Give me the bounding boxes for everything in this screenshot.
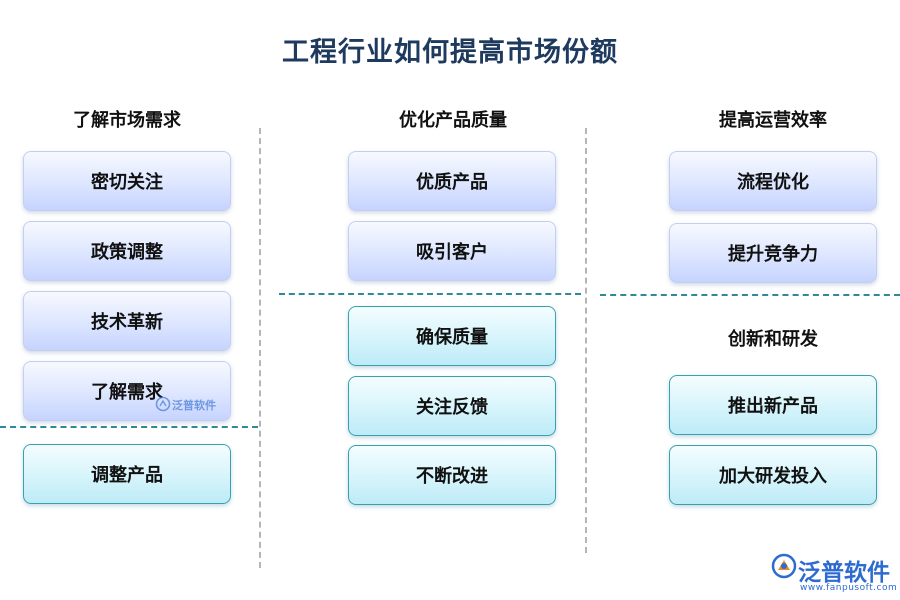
watermark-text: 泛普软件: [172, 399, 216, 412]
node-box: 不断改进: [348, 445, 556, 505]
fanpu-logo-icon: [771, 553, 797, 579]
node-label: 了解需求: [91, 382, 163, 403]
logo-url: www.fanpusoft.com: [800, 583, 898, 593]
node-box: 技术革新: [23, 291, 231, 351]
group-divider: [279, 293, 581, 295]
node-box: 加大研发投入: [669, 445, 877, 505]
node-label: 关注反馈: [416, 397, 488, 418]
node-label: 加大研发投入: [719, 466, 827, 487]
node-box: 确保质量: [348, 306, 556, 366]
column-divider: [259, 128, 261, 568]
node-label: 技术革新: [91, 312, 163, 333]
node-label: 确保质量: [416, 327, 488, 348]
node-box: 流程优化: [669, 151, 877, 211]
column-heading-efficiency: 提高运营效率: [719, 110, 827, 131]
group-divider: [600, 294, 900, 296]
node-label: 优质产品: [416, 172, 488, 193]
node-label: 流程优化: [737, 172, 809, 193]
group-divider: [0, 426, 258, 428]
column-heading-quality: 优化产品质量: [399, 110, 507, 131]
node-box: 提升竞争力: [669, 223, 877, 283]
node-label: 密切关注: [91, 172, 163, 193]
node-box: 密切关注: [23, 151, 231, 211]
watermark-logo-icon: [155, 396, 171, 412]
node-box: 调整产品: [23, 444, 231, 504]
node-label: 提升竞争力: [728, 244, 818, 265]
node-box: 吸引客户: [348, 221, 556, 281]
node-label: 调整产品: [91, 465, 163, 486]
node-label: 吸引客户: [416, 242, 488, 263]
node-label: 推出新产品: [728, 396, 818, 417]
subheading-innovation: 创新和研发: [728, 329, 818, 350]
node-box: 政策调整: [23, 221, 231, 281]
node-label: 政策调整: [91, 242, 163, 263]
node-box: 了解需求: [23, 361, 231, 421]
page-title: 工程行业如何提高市场份额: [282, 37, 618, 68]
node-box: 推出新产品: [669, 375, 877, 435]
column-heading-market: 了解市场需求: [73, 110, 181, 131]
logo-text: 泛普软件: [798, 560, 890, 586]
column-divider: [585, 128, 587, 553]
node-box: 关注反馈: [348, 376, 556, 436]
node-label: 不断改进: [416, 466, 488, 487]
node-box: 优质产品: [348, 151, 556, 211]
